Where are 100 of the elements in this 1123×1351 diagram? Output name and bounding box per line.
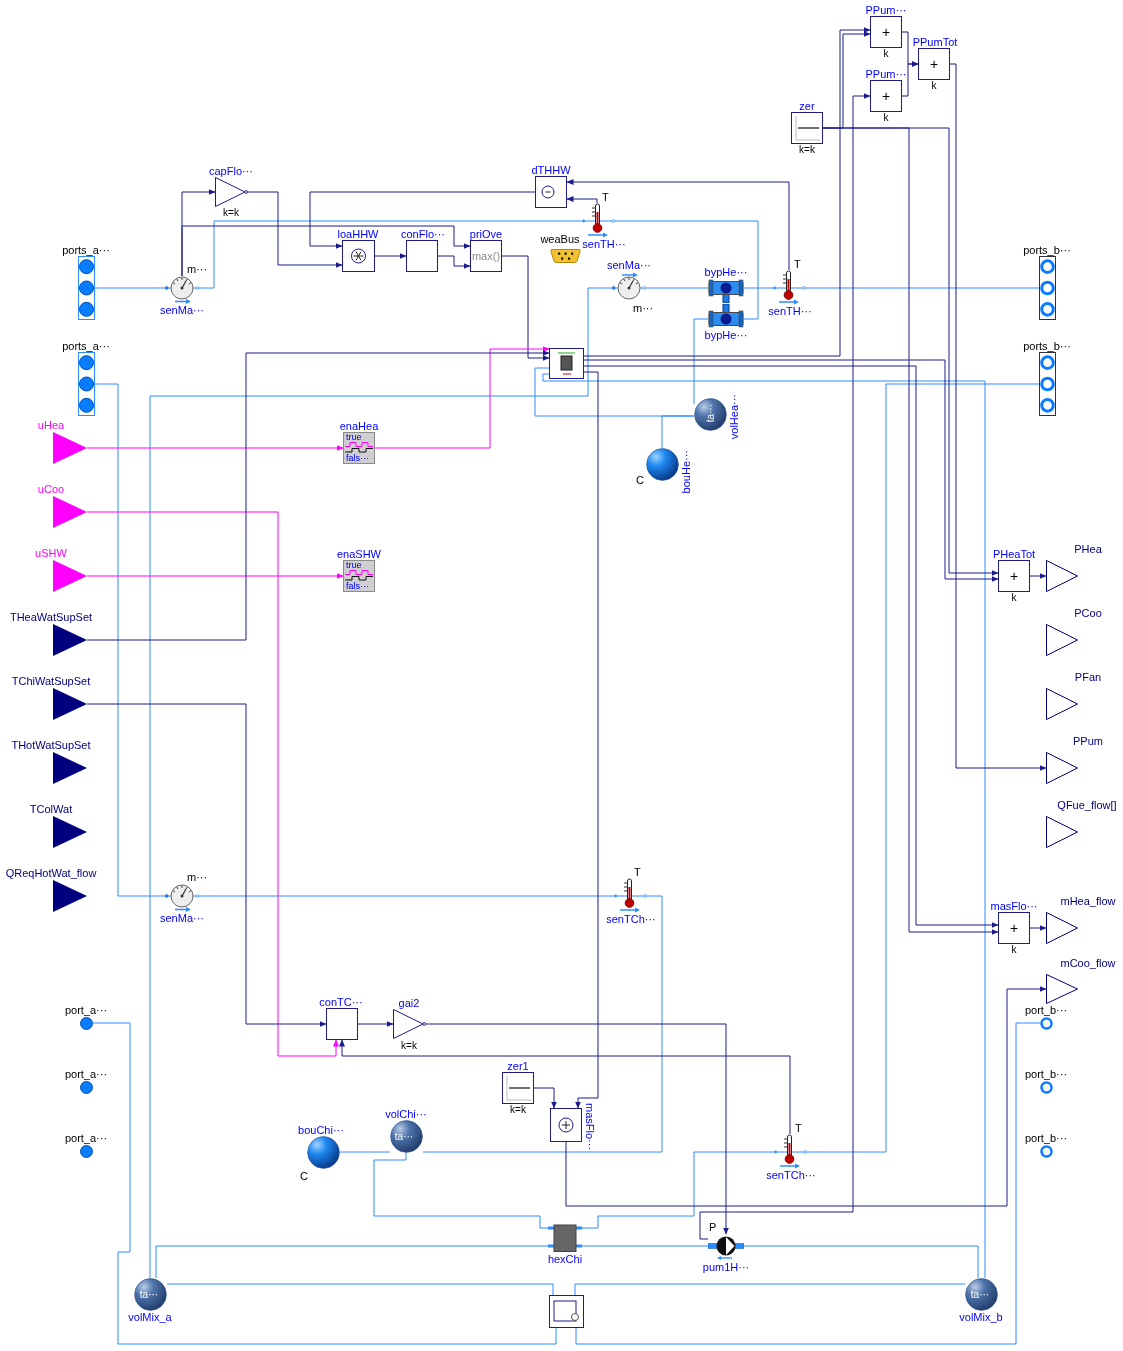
signal-name: PHea (1074, 543, 1102, 555)
connection-line (422, 895, 663, 1153)
connector-name: C (636, 474, 644, 486)
component-name: volMix_b (959, 1311, 1003, 1323)
connector-name: port_b··· (1024, 1068, 1068, 1080)
input-name: uSHW (35, 547, 67, 559)
component-name: volChi··· (385, 1108, 427, 1120)
component-name: bypHe··· (704, 329, 748, 341)
connection-line (581, 1245, 709, 1247)
component-name: masFlo··· (990, 900, 1038, 912)
operator-symbol: + (881, 88, 891, 104)
connection-line (373, 1152, 549, 1229)
component-name: enaSHW (337, 548, 381, 560)
component-name: priOve (469, 228, 503, 240)
connector-name: port_a··· (64, 1068, 108, 1080)
connection-line (822, 127, 999, 935)
component-name: enaHea (339, 420, 379, 432)
connection-line (181, 225, 471, 277)
parameter-label: k (883, 112, 889, 123)
connection-line (575, 1022, 1041, 1345)
connection-line (94, 287, 166, 289)
connection-line (743, 1245, 979, 1279)
connection-line (581, 1151, 775, 1229)
connection-line (86, 703, 327, 1027)
input-name: uHea (37, 419, 65, 431)
connector-name: ports_a··· (62, 340, 110, 352)
signal-name: PCoo (1074, 607, 1102, 619)
connection-line (583, 365, 999, 928)
connection-line (614, 220, 759, 320)
variable-label: m··· (633, 302, 654, 314)
connection-line (645, 287, 709, 289)
component-name: conFlo··· (401, 228, 445, 240)
connection-line (198, 895, 615, 897)
function-label: max() (471, 250, 501, 262)
connector-name: C (300, 1170, 308, 1182)
connection-line (86, 350, 550, 641)
signal-name: mHea_flow (1060, 895, 1116, 907)
state-label: true (346, 432, 362, 442)
connection-line (166, 1283, 554, 1296)
component-name: senMa··· (607, 259, 651, 271)
component-name: senTCh··· (766, 1169, 816, 1181)
port-label: ta··· (970, 1289, 990, 1300)
component-name: PHeaTot (992, 548, 1036, 560)
component-name: PPum··· (865, 68, 907, 80)
component-name: volHea··· (728, 394, 740, 440)
signal-name: THeaWatSupSet (9, 611, 93, 623)
connection-line (247, 191, 343, 268)
component-name: zer (799, 100, 815, 112)
connection-line (574, 1283, 966, 1296)
connector-name: port_b··· (1024, 1132, 1068, 1144)
connection-line (1029, 925, 1047, 931)
connection-line (566, 179, 790, 271)
variable-label: T (602, 191, 609, 203)
connection-line (357, 1021, 394, 1027)
parameter-label: k=k (223, 207, 239, 218)
component-name: hexChi (547, 1253, 583, 1265)
connection-line (661, 415, 695, 449)
operator-symbol: + (1009, 568, 1019, 584)
connection-line (583, 359, 999, 582)
state-label: fals··· (346, 453, 369, 463)
component-name: senTH··· (582, 238, 626, 250)
connection-line (309, 191, 536, 249)
state-label: fals··· (346, 581, 369, 591)
connection-line (339, 1039, 791, 1135)
signal-name: TColWat (29, 803, 73, 815)
signal-name: TChiWatSupSet (11, 675, 91, 687)
component-name: PPum··· (865, 4, 907, 16)
signal-name: PFan (1074, 671, 1102, 683)
connection-line (86, 511, 339, 1057)
connection-line (583, 27, 871, 357)
component-name: zer1 (507, 1060, 529, 1072)
connection-line (155, 1245, 549, 1279)
connection-line (743, 287, 774, 289)
connection-line (374, 253, 407, 259)
connection-line (805, 287, 1040, 289)
connection-line (699, 93, 871, 1240)
component-name: bouHe··· (680, 450, 692, 494)
connection-line (501, 255, 550, 361)
variable-label: T (795, 1122, 802, 1134)
connection-line (1029, 573, 1047, 579)
connector-name: port_b··· (1024, 1004, 1068, 1016)
connection-line (86, 573, 344, 579)
connection-line (425, 1023, 729, 1235)
component-name: bypHe··· (704, 266, 748, 278)
connector-name: ports_b··· (1023, 244, 1071, 256)
connection-line (437, 255, 471, 269)
parameter-label: k (1011, 592, 1017, 603)
parameter-label: k (1011, 944, 1017, 955)
variable-label: T (794, 258, 801, 270)
port-label: ta··· (394, 1131, 414, 1142)
connector-name: weaBus (540, 233, 580, 245)
connector-name: port_a··· (64, 1004, 108, 1016)
operator-symbol: + (929, 56, 939, 72)
connection-line (693, 318, 709, 405)
input-name: uCoo (37, 483, 65, 495)
component-name: dTHHW (531, 164, 571, 176)
connection-line (806, 383, 1040, 1153)
signal-name: PPum (1073, 735, 1103, 747)
component-name: gai2 (398, 997, 420, 1009)
connector-name: ports_b··· (1023, 340, 1071, 352)
